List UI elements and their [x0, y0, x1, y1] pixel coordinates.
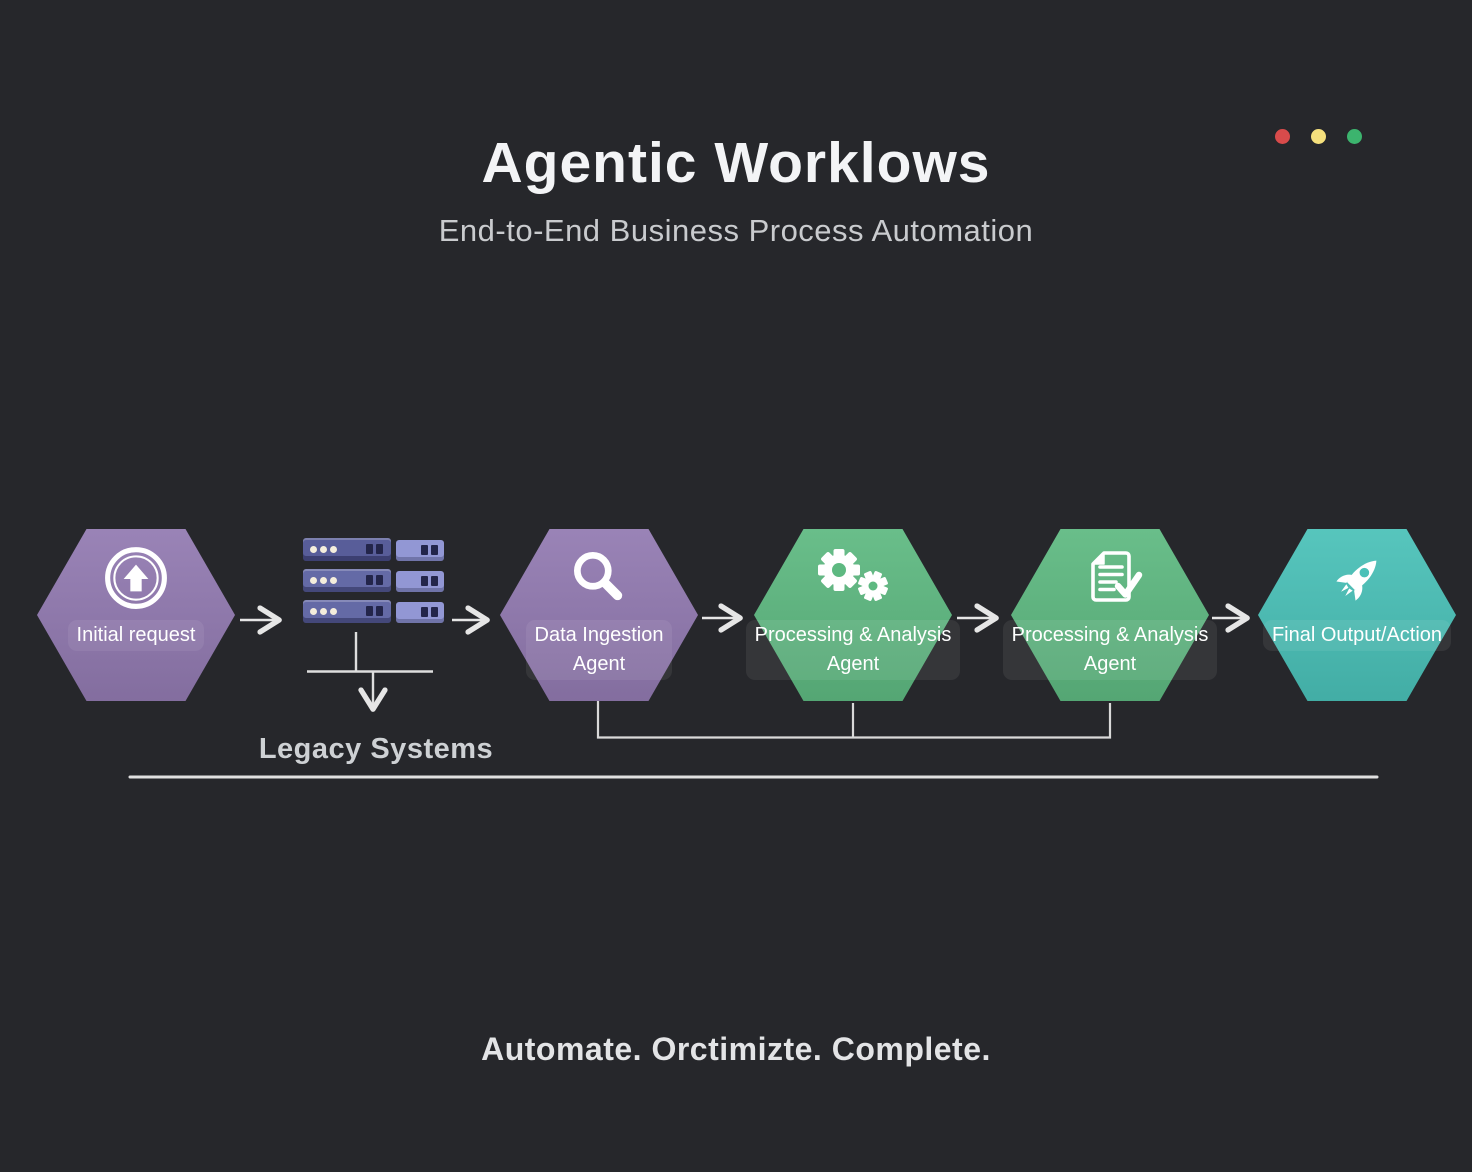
node-label: Processing & Analysis Agent	[992, 620, 1228, 680]
node-label-line: Processing & Analysis	[754, 624, 952, 646]
node-label-line: Agent	[1083, 653, 1137, 675]
node-label-line: Final Output/Action	[1271, 624, 1443, 646]
node-initial-request: Initial request	[37, 529, 235, 701]
node-data-ingestion-agent: Data Ingestion Agent	[500, 529, 698, 701]
hexagon-tint	[1258, 529, 1456, 701]
hexagon-tint	[37, 529, 235, 701]
header: Agentic Worklows End-to-End Business Pro…	[0, 130, 1472, 249]
node-processing-analysis-agent-1: Processing & Analysis Agent	[745, 529, 961, 701]
server-row	[300, 600, 448, 624]
search-icon	[500, 545, 698, 611]
server-row	[300, 538, 448, 562]
node-label-line: Initial request	[76, 624, 196, 646]
node-label: Final Output/Action	[1239, 620, 1472, 651]
page-title: Agentic Worklows	[481, 131, 991, 195]
gears-icon	[754, 545, 952, 607]
hexagon-tint	[1011, 529, 1209, 701]
node-label: Processing & Analysis Agent	[735, 620, 971, 680]
document-check-icon	[1011, 545, 1209, 611]
window-controls	[1275, 129, 1362, 144]
window-close-button[interactable]	[1275, 129, 1290, 144]
node-label-line: Agent	[572, 653, 626, 675]
hexagon-shape	[1011, 529, 1209, 701]
node-label-line: Agent	[826, 653, 880, 675]
window-minimize-button[interactable]	[1311, 129, 1326, 144]
legacy-connector	[307, 632, 433, 708]
node-label: Data Ingestion Agent	[481, 620, 717, 680]
hexagon-shape	[1258, 529, 1456, 701]
legacy-systems-label: Legacy Systems	[258, 733, 494, 765]
server-row	[300, 569, 448, 593]
hexagon-shape	[37, 529, 235, 701]
tagline: Automate. Orctimizte. Complete.	[481, 1031, 991, 1067]
upload-circle-icon	[37, 545, 235, 611]
page-subtitle: End-to-End Business Process Automation	[438, 213, 1034, 248]
node-label-line: Processing & Analysis	[1011, 624, 1209, 646]
server-stack-icon	[300, 538, 448, 634]
window-maximize-button[interactable]	[1347, 129, 1362, 144]
rocket-icon	[1258, 545, 1456, 615]
node-label-line: Data Ingestion	[534, 624, 664, 646]
node-processing-analysis-agent-2: Processing & Analysis Agent	[1002, 529, 1218, 701]
bracket-connector	[596, 701, 1112, 739]
node-final-output-action: Final Output/Action	[1258, 529, 1456, 701]
node-label: Initial request	[18, 620, 254, 651]
